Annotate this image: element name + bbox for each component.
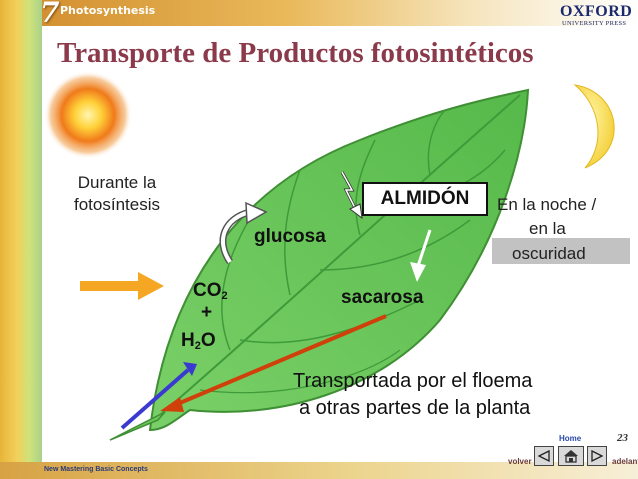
forward-link[interactable]: adelante bbox=[612, 457, 638, 466]
label-transport-line2: a otras partes de la planta bbox=[299, 397, 530, 420]
page-number: 23 bbox=[617, 432, 628, 444]
label-durante-fotosintesis: Durante la fotosíntesis bbox=[62, 172, 172, 216]
triangle-left-icon bbox=[538, 450, 550, 462]
house-icon bbox=[563, 449, 579, 463]
next-button[interactable] bbox=[587, 446, 607, 466]
previous-button[interactable] bbox=[534, 446, 554, 466]
energy-input-arrow bbox=[80, 272, 164, 300]
label-transport-line1: Transportada por el floema bbox=[293, 370, 532, 393]
almidon-box: ALMIDÓN bbox=[362, 182, 488, 216]
label-noche-line1: En la noche / bbox=[497, 195, 596, 215]
sun-icon bbox=[44, 71, 132, 159]
label-glucosa: glucosa bbox=[254, 226, 326, 248]
triangle-right-icon bbox=[591, 450, 603, 462]
co2-subscript: 2 bbox=[222, 290, 228, 302]
h2o-o: O bbox=[201, 330, 216, 351]
back-link[interactable]: volver bbox=[508, 457, 532, 466]
crescent-moon-icon bbox=[575, 85, 614, 168]
home-link[interactable]: Home bbox=[559, 434, 581, 443]
co2-text: CO bbox=[193, 280, 222, 301]
label-plus: + bbox=[201, 302, 212, 324]
home-button[interactable] bbox=[558, 446, 584, 466]
label-noche-line2: en la bbox=[529, 219, 566, 239]
label-co2: CO2 bbox=[193, 280, 228, 302]
label-noche-line3: oscuridad bbox=[512, 244, 586, 264]
label-h2o: H2O bbox=[181, 330, 216, 352]
label-sacarosa: sacarosa bbox=[341, 287, 423, 309]
book-title: New Mastering Basic Concepts bbox=[44, 466, 148, 473]
label-almidon: ALMIDÓN bbox=[381, 188, 470, 210]
h2o-h: H bbox=[181, 330, 195, 351]
